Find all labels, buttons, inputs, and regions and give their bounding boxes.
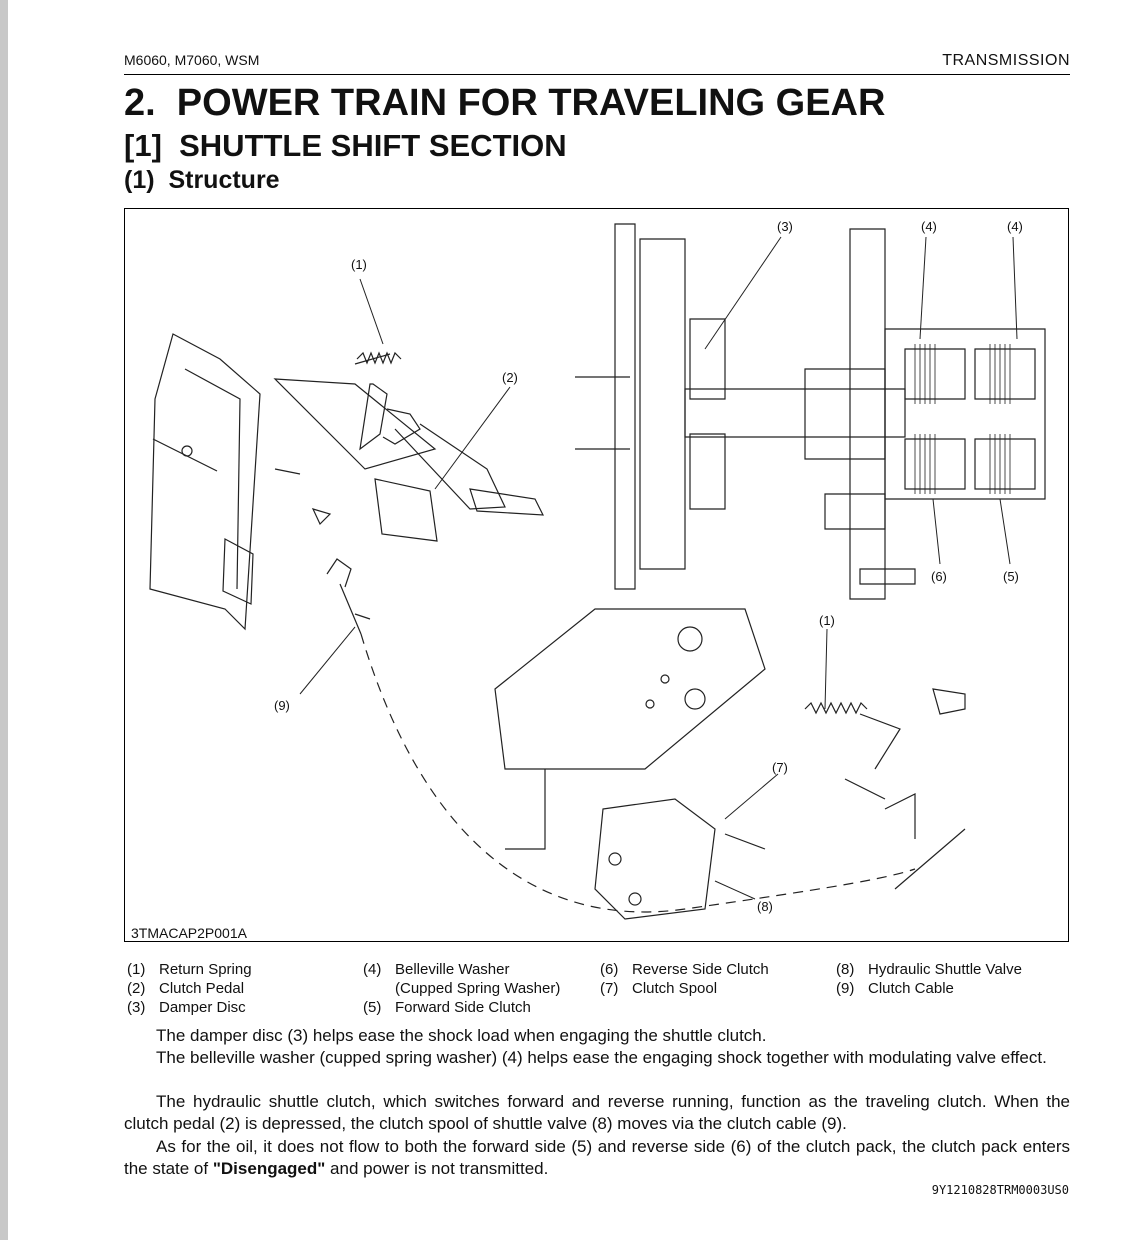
legend-item: (2)Clutch Pedal [127, 980, 245, 997]
shuttle-valve-area [494, 608, 966, 920]
paragraph-1: The damper disc (3) helps ease the shock… [156, 1026, 767, 1045]
figure-id: 3TMACAP2P001A [131, 925, 247, 941]
clutch-pack-section [575, 223, 1046, 600]
paragraph-3: The hydraulic shuttle clutch, which swit… [124, 1092, 1070, 1133]
legend-col-3: (6)Reverse Side Clutch (7)Clutch Spool [600, 960, 769, 998]
page-edge-bar [0, 0, 8, 1240]
legend-item: (1)Return Spring [127, 961, 252, 978]
document-code: 9Y1210828TRM0003US0 [931, 1183, 1069, 1197]
figure-drawing [149, 223, 1046, 920]
header-section: TRANSMISSION [942, 52, 1070, 69]
callout-1-top: (1) [351, 257, 367, 272]
structure-figure: (1) (2) (9) (3) (4) (4) (6) (5) (1) (7) … [124, 208, 1069, 942]
header-models: M6060, M7060, WSM [124, 52, 260, 68]
legend-item: (5)Forward Side Clutch [363, 999, 531, 1016]
pedal-assembly-drawing [149, 333, 545, 635]
paragraph-4: As for the oil, it does not flow to both… [124, 1137, 1070, 1178]
return-spring-top [356, 351, 402, 365]
legend-item: (3)Damper Disc [127, 999, 246, 1016]
legend-item: (6)Reverse Side Clutch [600, 961, 769, 978]
callout-8: (8) [757, 899, 773, 914]
legend-col-4: (8)Hydraulic Shuttle Valve (9)Clutch Cab… [836, 960, 1022, 998]
heading-2: [1] SHUTTLE SHIFT SECTION [124, 128, 567, 163]
heading-1: 2. POWER TRAIN FOR TRAVELING GEAR [124, 82, 886, 124]
paragraph-2: The belleville washer (cupped spring was… [156, 1048, 1047, 1067]
callout-4a: (4) [921, 219, 937, 234]
callout-2: (2) [502, 370, 518, 385]
callout-4b: (4) [1007, 219, 1023, 234]
callout-7: (7) [772, 760, 788, 775]
callout-1-bottom: (1) [819, 613, 835, 628]
callout-3: (3) [777, 219, 793, 234]
callout-5: (5) [1003, 569, 1019, 584]
legend-col-2: (4)Belleville Washer (Cupped Spring Wash… [363, 960, 560, 1017]
leader-lines [299, 236, 1018, 900]
header-rule [124, 74, 1070, 75]
legend-item: (Cupped Spring Washer) [395, 980, 561, 997]
legend-item: (8)Hydraulic Shuttle Valve [836, 961, 1022, 978]
callout-9: (9) [274, 698, 290, 713]
legend-item: (9)Clutch Cable [836, 980, 954, 997]
legend-item: (7)Clutch Spool [600, 980, 718, 997]
heading-3: (1) Structure [124, 166, 280, 194]
legend-item: (4)Belleville Washer [363, 961, 510, 978]
callout-6: (6) [931, 569, 947, 584]
clutch-cable-line [360, 633, 916, 913]
legend-col-1: (1)Return Spring (2)Clutch Pedal (3)Damp… [127, 960, 252, 1017]
disengaged-term: "Disengaged" [212, 1159, 326, 1178]
